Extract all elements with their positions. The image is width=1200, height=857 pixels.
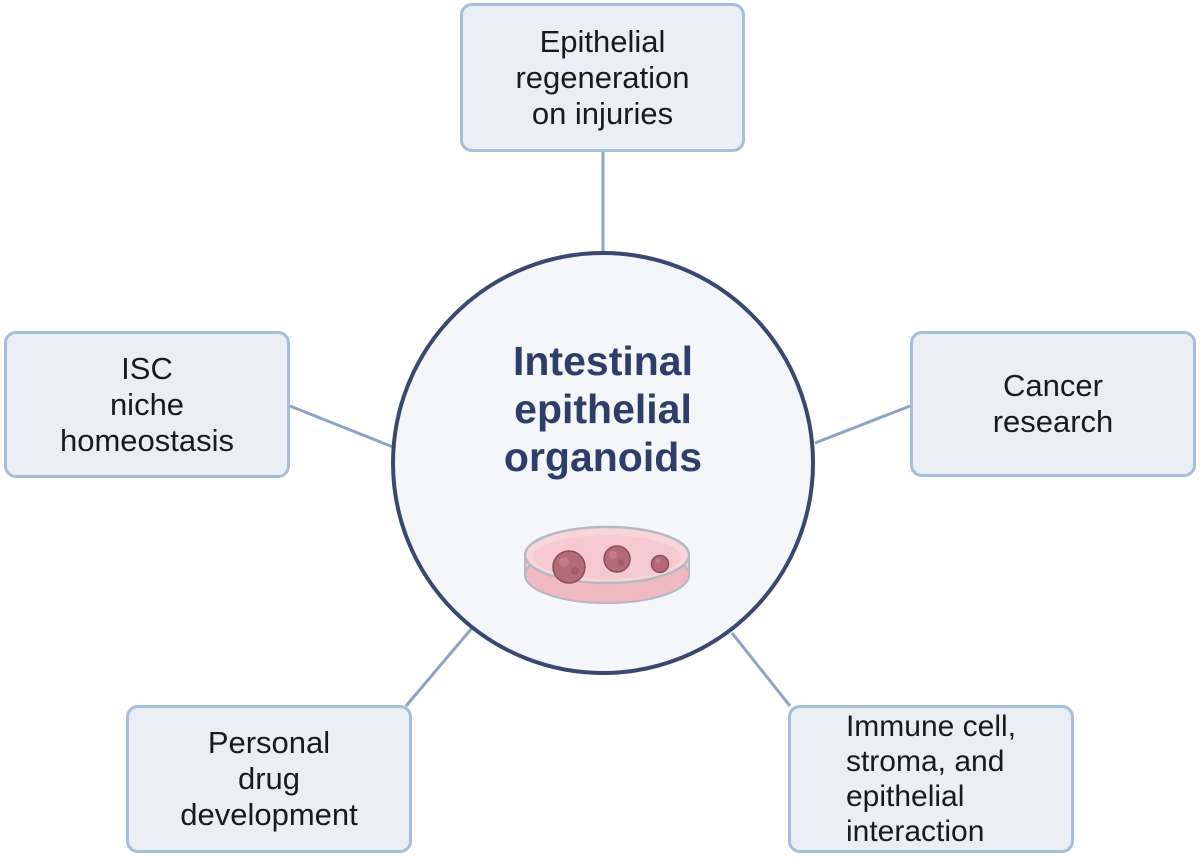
node-immune-stroma-interaction: Immune cell, stroma, and epithelial inte… bbox=[788, 705, 1074, 853]
petri-dish-with-organoids-icon bbox=[523, 525, 691, 604]
organoid-large bbox=[552, 550, 586, 584]
node-personal-drug-development: Personal drug development bbox=[126, 705, 412, 853]
node-label-line: research bbox=[992, 404, 1114, 439]
connector-right bbox=[814, 404, 911, 445]
node-label-line: epithelial bbox=[845, 780, 965, 813]
organoid-small bbox=[650, 554, 670, 574]
node-label-line: niche bbox=[109, 386, 185, 422]
node-label-line: homeostasis bbox=[59, 422, 235, 458]
node-label-line: ISC bbox=[121, 350, 173, 386]
node-label-line: on injuries bbox=[531, 95, 674, 131]
connector-left bbox=[289, 404, 394, 449]
node-label-line: regeneration bbox=[515, 59, 690, 95]
connector-bottom-right bbox=[730, 632, 792, 707]
node-label-line: Epithelial bbox=[539, 23, 666, 59]
hub-title: Intestinal epithelial organoids bbox=[395, 337, 811, 481]
node-label-line: development bbox=[180, 797, 358, 832]
node-label-line: Cancer bbox=[1003, 368, 1103, 403]
organoid-medium bbox=[603, 545, 631, 573]
node-label-line: drug bbox=[237, 761, 301, 796]
connector-bottom-left bbox=[404, 627, 474, 707]
node-label-line: stroma, and bbox=[845, 745, 1005, 778]
node-cancer-research: Cancer research bbox=[910, 331, 1196, 477]
central-hub-circle: Intestinal epithelial organoids bbox=[391, 251, 815, 675]
node-isc-niche-homeostasis: ISC niche homeostasis bbox=[4, 331, 290, 478]
hub-title-line: Intestinal bbox=[513, 338, 693, 384]
hub-title-line: epithelial bbox=[514, 386, 692, 432]
node-label-line: Personal bbox=[207, 725, 331, 760]
node-label-line: interaction bbox=[845, 815, 985, 848]
node-epithelial-regeneration: Epithelial regeneration on injuries bbox=[460, 3, 745, 152]
hub-title-line: organoids bbox=[503, 434, 703, 480]
node-label-line: Immune cell, bbox=[845, 710, 1017, 743]
